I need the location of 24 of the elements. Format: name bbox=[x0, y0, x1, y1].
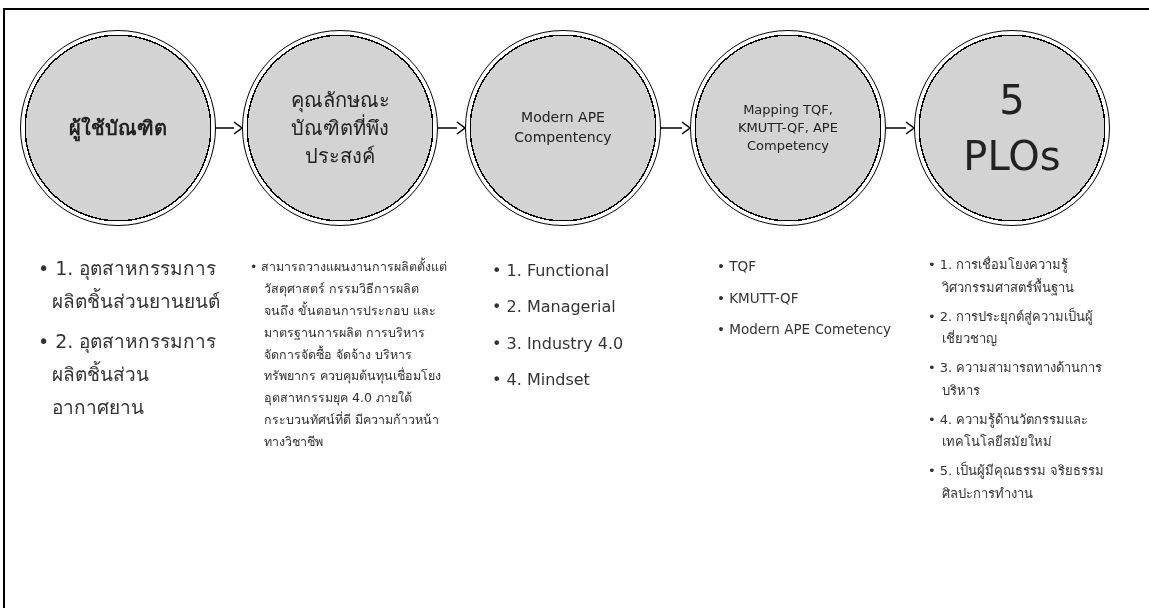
arrow bbox=[660, 121, 691, 135]
bullet-text: • 1. การเชื่อมโยงความรู้วิศวกรรมศาสตร์พื้นฐาน bbox=[928, 255, 1075, 298]
bullet-text: • 1. อุตสาหกรรมการผลิตชิ้นส่วนยานยนต์ bbox=[38, 256, 221, 315]
bullet-text: • KMUTT-QF bbox=[717, 288, 800, 308]
bullet-text: • 3. Industry 4.0 bbox=[492, 332, 625, 355]
bullet-text: • 2. Managerial bbox=[492, 296, 617, 319]
arrow bbox=[437, 121, 466, 135]
arrow bbox=[885, 121, 915, 135]
node-label: Modern APE Compentency bbox=[513, 108, 613, 147]
node-label: 5 PLOs bbox=[962, 76, 1062, 181]
node-label: คุณลักษณะบัณฑิตที่พึงประสงค์ bbox=[289, 87, 391, 170]
bullet-text: • 2. การประยุกต์สู่ความเป็นผู้เชี่ยวชาญ bbox=[928, 306, 1095, 349]
bullet-text: • TQF bbox=[717, 257, 757, 276]
bullet-text: • 4. Mindset bbox=[492, 369, 591, 392]
bullet-text: • 5. เป็นผู้มีคุณธรรม จริยธรรม ศิลปะการทำงาน bbox=[928, 460, 1106, 503]
bullet-text: • 3. ความสามารถทางด้านการบริหาร bbox=[928, 359, 1104, 400]
node-label: ผู้ใช้บัณฑิต bbox=[69, 115, 167, 142]
bullet-text: • 4. ความรู้ด้านวัตกรรมและเทคโนโลยีสมัยใหม่ bbox=[928, 410, 1090, 452]
bullet-text: • Modern APE Cometency bbox=[717, 320, 893, 340]
bullet-text: • 1. Functional bbox=[492, 260, 611, 282]
node-label: Mapping TQF, KMUTT-QF, APE Competency bbox=[737, 100, 839, 156]
arrow bbox=[215, 121, 243, 135]
bullet-text: • สามารถวางแผนงานการผลิตตั้งแต่วัสดุศาสตร์ กรรมวิธีการผลิต จนถึง ขั้นตอนการประกอบ และมาตรฐานการผลิต การบริหารจัดการจัดซื้อ จัดจ้าง บริหารทรัพยากร ควบคุมต้นทุนเชื่อมโยงอุตสาหกรรมยุค 4.0 ภายใต้กระบวนทัศน์ที่ดี มีความก้าวหน้าทางวิชาชีพ bbox=[250, 256, 449, 451]
bullet-text: • 2. อุตสาหกรรมการผลิตชิ้นส่วนอากาศยาน bbox=[38, 328, 218, 420]
